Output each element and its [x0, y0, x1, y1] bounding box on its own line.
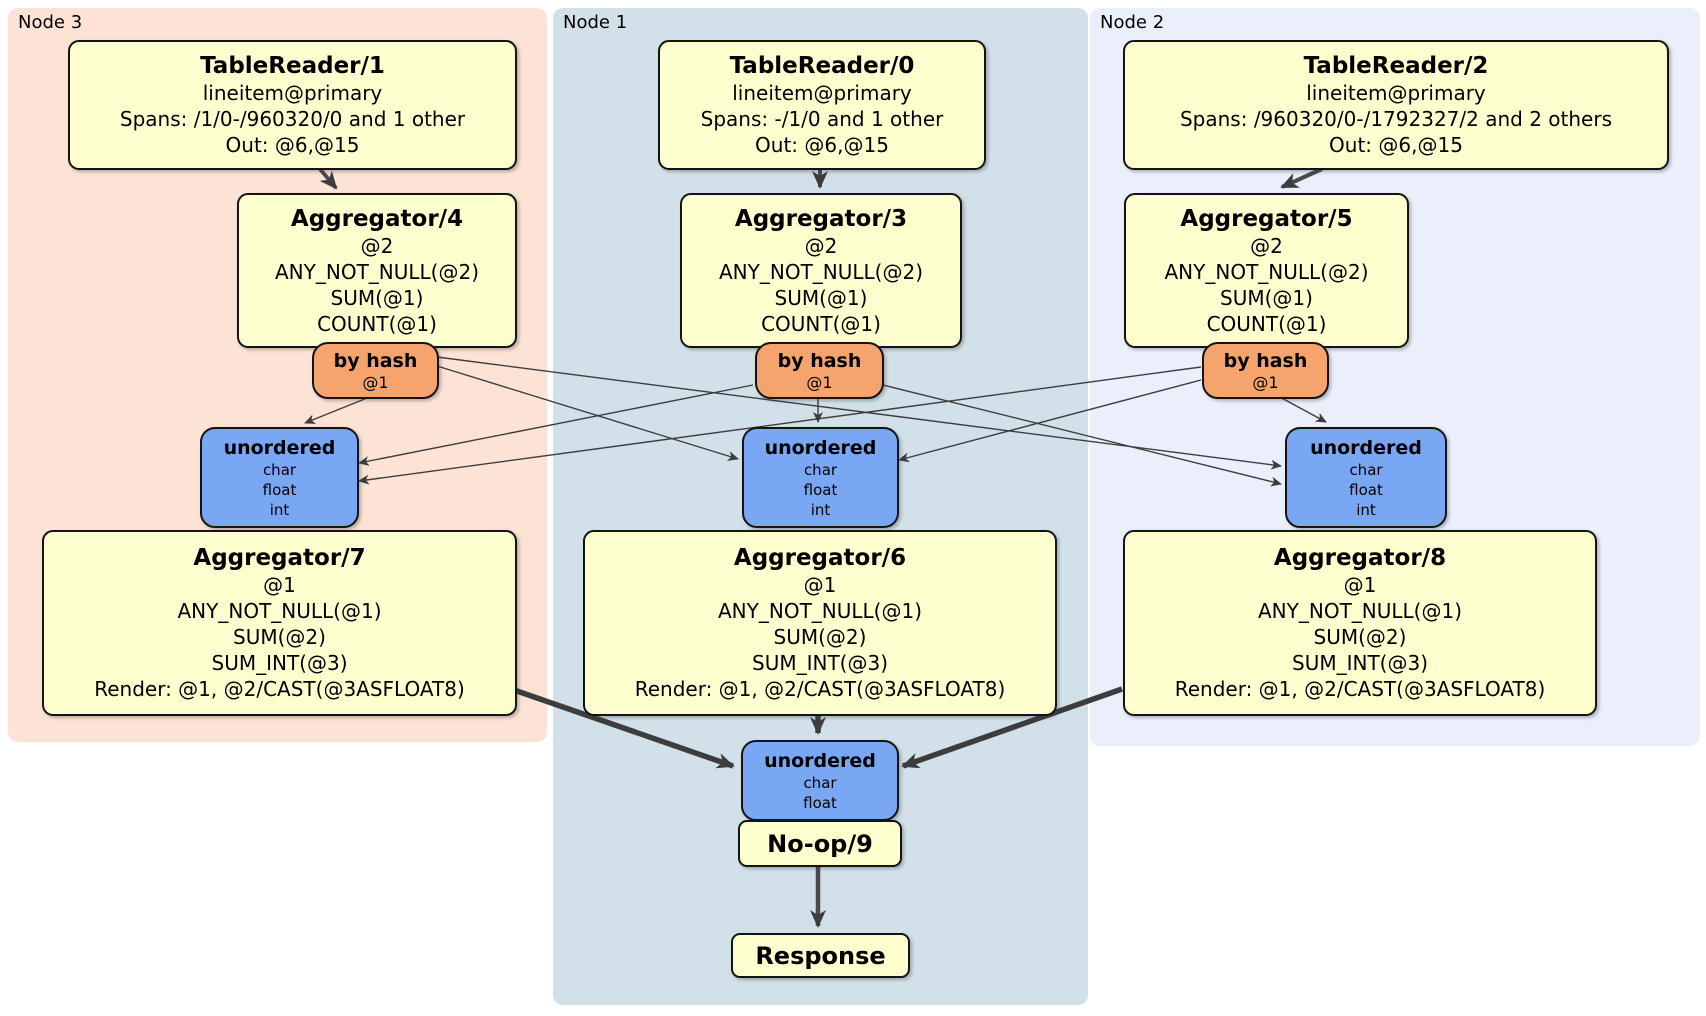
unordered-sync-final: unordered char float — [741, 740, 899, 821]
node-title: No-op/9 — [767, 829, 873, 858]
node-line: lineitem@primary — [1306, 81, 1486, 105]
node-line: SUM_INT(@3) — [1292, 651, 1428, 675]
aggregator-7-node: Aggregator/7 @1 ANY_NOT_NULL(@1) SUM(@2)… — [42, 530, 517, 716]
node-title: unordered — [223, 436, 336, 459]
node-title: by hash — [1223, 349, 1308, 372]
node-title: Aggregator/8 — [1273, 545, 1447, 571]
node-line: float — [262, 480, 297, 499]
node1-region-label: Node 1 — [563, 12, 628, 33]
node-line: Render: @1, @2/CAST(@3ASFLOAT8) — [634, 677, 1006, 701]
node-title: TableReader/0 — [729, 53, 915, 79]
node-line: ANY_NOT_NULL(@1) — [177, 599, 382, 623]
node-line: Spans: -/1/0 and 1 other — [700, 107, 944, 131]
node-line: lineitem@primary — [732, 81, 912, 105]
node-title: Aggregator/5 — [1180, 205, 1353, 232]
node-line: Spans: /960320/0-/1792327/2 and 2 others — [1179, 107, 1612, 131]
node-line: COUNT(@1) — [317, 311, 437, 336]
node-line: COUNT(@1) — [761, 311, 881, 336]
tablereader-1-node: TableReader/1 lineitem@primary Spans: /1… — [68, 40, 517, 170]
node-line: lineitem@primary — [202, 81, 383, 105]
unordered-sync-node3: unordered char float int — [200, 427, 359, 528]
node-title: unordered — [764, 436, 877, 459]
node-line: SUM(@2) — [1313, 625, 1407, 649]
unordered-sync-node1: unordered char float int — [742, 427, 899, 528]
node-line: float — [1349, 480, 1383, 499]
node-title: TableReader/1 — [200, 53, 385, 79]
node-line: ANY_NOT_NULL(@2) — [275, 259, 479, 284]
node-line: ANY_NOT_NULL(@1) — [1258, 599, 1462, 623]
node-title: by hash — [777, 349, 862, 372]
node-line: SUM_INT(@3) — [211, 651, 348, 675]
aggregator-4-node: Aggregator/4 @2 ANY_NOT_NULL(@2) SUM(@1)… — [237, 193, 517, 348]
node-line: @1 — [263, 573, 296, 597]
aggregator-3-node: Aggregator/3 @2 ANY_NOT_NULL(@2) SUM(@1)… — [680, 193, 962, 348]
tablereader-0-node: TableReader/0 lineitem@primary Spans: -/… — [658, 40, 986, 170]
node-title: TableReader/2 — [1303, 53, 1489, 79]
node-title: unordered — [1310, 436, 1422, 459]
node-line: float — [803, 793, 837, 812]
node-line: SUM_INT(@3) — [752, 651, 888, 675]
node-title: Aggregator/7 — [193, 545, 366, 571]
node-line: @2 — [804, 233, 838, 258]
node-line: ANY_NOT_NULL(@2) — [1164, 259, 1369, 284]
node-line: float — [803, 480, 838, 499]
node-title: Response — [755, 941, 886, 970]
node-line: COUNT(@1) — [1206, 311, 1327, 336]
no-op-9-node: No-op/9 — [738, 820, 902, 867]
node-line: Out: @6,@15 — [1329, 133, 1463, 157]
aggregator-8-node: Aggregator/8 @1 ANY_NOT_NULL(@1) SUM(@2)… — [1123, 530, 1597, 716]
node-line: ANY_NOT_NULL(@1) — [718, 599, 922, 623]
node-title: Aggregator/6 — [733, 545, 907, 571]
node-title: Aggregator/3 — [734, 205, 908, 232]
node3-region-label: Node 3 — [18, 12, 83, 33]
node-line: Spans: /1/0-/960320/0 and 1 other — [119, 107, 466, 131]
response-node: Response — [731, 933, 910, 978]
node-line: @1 — [362, 372, 389, 392]
node-line: ANY_NOT_NULL(@2) — [719, 259, 923, 284]
node-line: int — [269, 500, 290, 519]
node-line: char — [1349, 460, 1383, 479]
tablereader-2-node: TableReader/2 lineitem@primary Spans: /9… — [1123, 40, 1669, 170]
node-line: SUM(@1) — [1220, 285, 1313, 310]
node-line: Render: @1, @2/CAST(@3ASFLOAT8) — [94, 677, 465, 701]
node-line: SUM(@1) — [330, 285, 424, 310]
node2-region-label: Node 2 — [1100, 12, 1165, 33]
node-line: @1 — [1252, 372, 1279, 392]
node-line: Render: @1, @2/CAST(@3ASFLOAT8) — [1174, 677, 1546, 701]
node-line: @2 — [360, 233, 394, 258]
node-line: @1 — [803, 573, 837, 597]
node-title: by hash — [333, 349, 418, 372]
node-line: char — [803, 773, 837, 792]
node-line: SUM(@2) — [773, 625, 867, 649]
node-line: int — [810, 500, 831, 519]
aggregator-6-node: Aggregator/6 @1 ANY_NOT_NULL(@1) SUM(@2)… — [583, 530, 1057, 716]
by-hash-router-node3: by hash @1 — [312, 342, 439, 399]
node-line: Out: @6,@15 — [755, 133, 889, 157]
node-line: SUM(@2) — [233, 625, 326, 649]
node-line: char — [803, 460, 838, 479]
node-title: unordered — [764, 749, 876, 772]
aggregator-5-node: Aggregator/5 @2 ANY_NOT_NULL(@2) SUM(@1)… — [1124, 193, 1409, 348]
node-line: Out: @6,@15 — [225, 133, 360, 157]
node-line: @1 — [806, 372, 833, 392]
unordered-sync-node2: unordered char float int — [1285, 427, 1447, 528]
node-line: char — [262, 460, 297, 479]
node-title: Aggregator/4 — [290, 205, 464, 232]
node-line: SUM(@1) — [774, 285, 868, 310]
node-line: @1 — [1343, 573, 1377, 597]
node-line: int — [1356, 500, 1376, 519]
by-hash-router-node2: by hash @1 — [1202, 342, 1329, 399]
node-line: @2 — [1250, 233, 1283, 258]
by-hash-router-node1: by hash @1 — [755, 342, 884, 399]
